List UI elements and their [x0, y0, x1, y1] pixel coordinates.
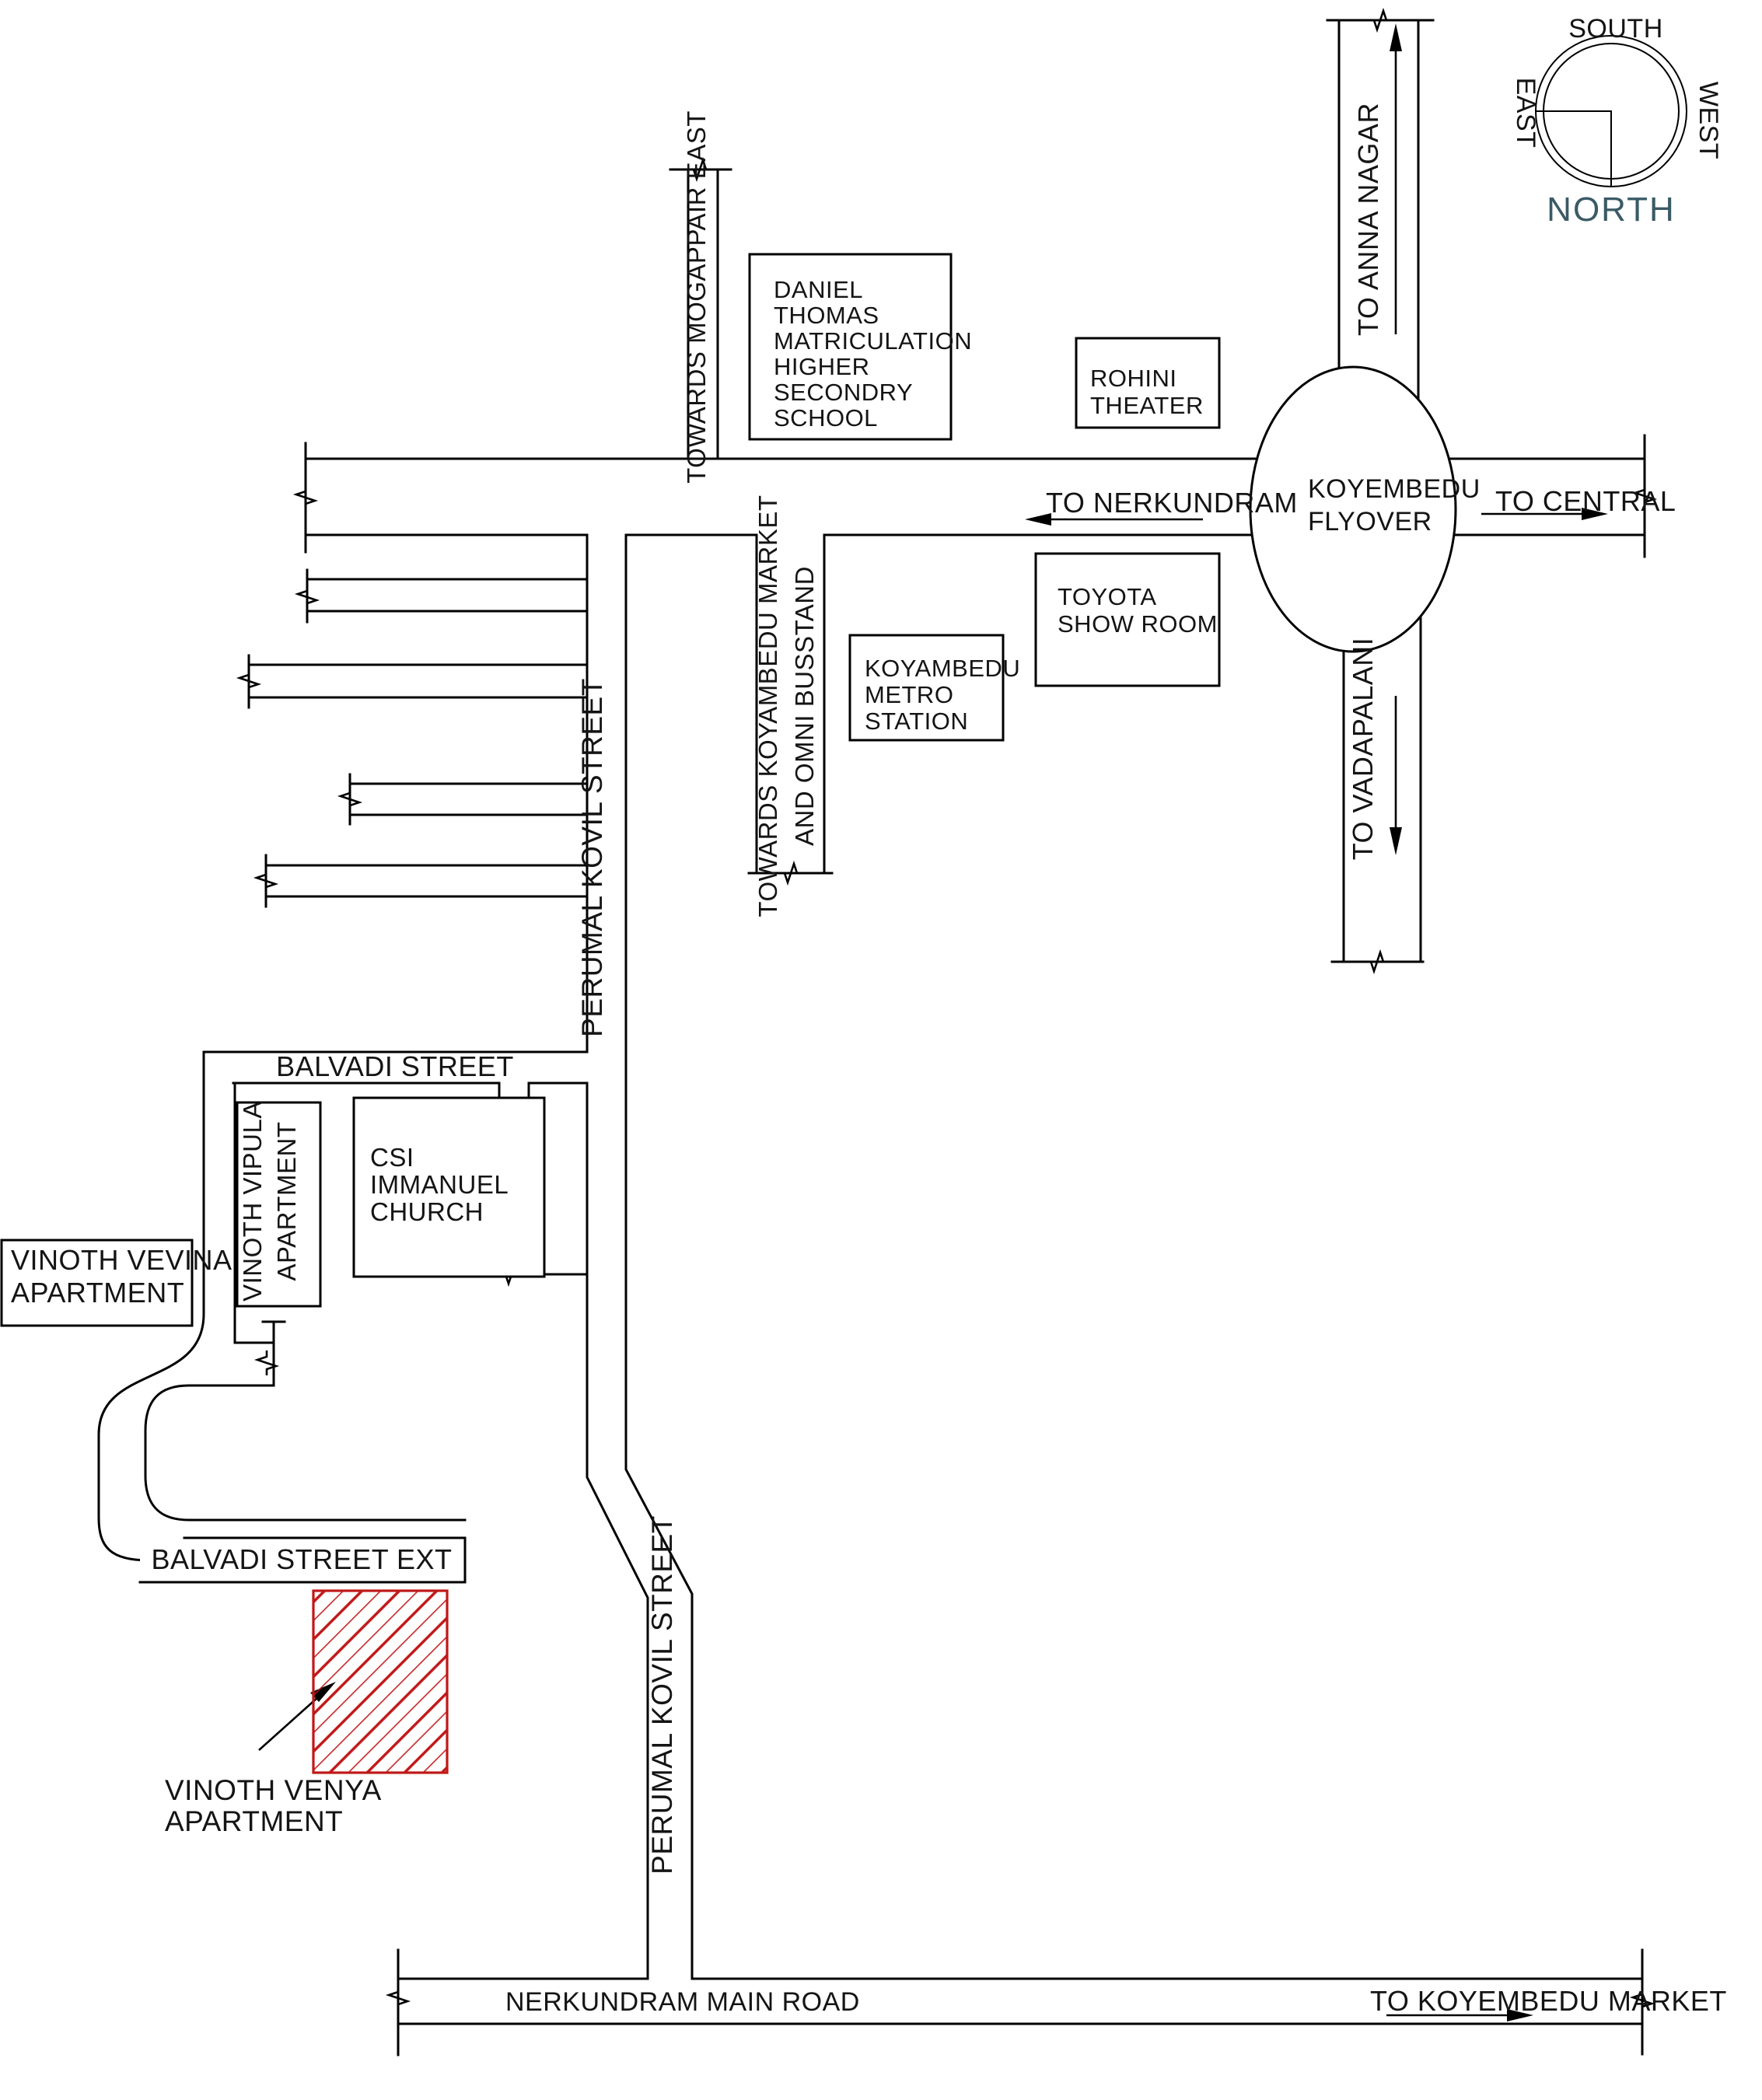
- compass-label-east: EAST: [1511, 78, 1540, 149]
- road-label-to-nerkundram: TO NERKUNDRAM: [1046, 487, 1298, 519]
- svg-text:KOYAMBEDU: KOYAMBEDU: [865, 655, 1020, 682]
- road-label-perumal-kovil-upper: PERUMAL KOVIL STREET: [576, 678, 608, 1037]
- landmark-box-rohini-theater: [1075, 337, 1221, 429]
- arrow-left-nerkundram: [1025, 513, 1203, 526]
- svg-text:SECONDRY: SECONDRY: [774, 379, 913, 406]
- svg-text:ROHINI: ROHINI: [1090, 365, 1177, 392]
- road-label-towards-mogappair-east: TOWARDS MOGAPPAIR EAST: [682, 110, 711, 484]
- church-label: CSI IMMANUEL CHURCH: [370, 1143, 509, 1226]
- road-label-to-koyembedu-market: TO KOYEMBEDU MARKET: [1370, 1985, 1727, 2017]
- landmark-box-metro-station: [848, 634, 1005, 742]
- landmark-box-church: [352, 1096, 546, 1278]
- svg-text:APARTMENT: APARTMENT: [11, 1277, 184, 1309]
- flyover-label-line1: KOYEMBEDU: [1308, 474, 1481, 504]
- road-label-to-anna-nagar: TO ANNA NAGAR: [1352, 103, 1384, 336]
- svg-text:HIGHER: HIGHER: [774, 353, 870, 380]
- svg-text:SCHOOL: SCHOOL: [774, 404, 878, 432]
- svg-text:THEATER: THEATER: [1090, 392, 1204, 419]
- rohini-theater-label: ROHINI THEATER: [1090, 365, 1204, 419]
- arrow-right-koyembedu-market: [1386, 2009, 1533, 2021]
- svg-text:CSI: CSI: [370, 1143, 414, 1172]
- svg-text:THOMAS: THOMAS: [774, 302, 879, 329]
- landmark-box-vinoth-vipula: [236, 1101, 322, 1308]
- svg-text:STATION: STATION: [865, 708, 968, 735]
- line-break-symbols: [236, 7, 1658, 2013]
- landmark-box-school: [748, 253, 953, 441]
- road-label-to-central: TO CENTRAL: [1495, 485, 1676, 517]
- school-label: DANIEL THOMAS MATRICULATION HIGHER SECON…: [774, 276, 972, 432]
- street-perumal-kovil: [586, 533, 694, 1980]
- arrow-right-central: [1481, 508, 1608, 520]
- svg-text:APARTMENT: APARTMENT: [165, 1805, 343, 1837]
- vinoth-vevina-label: VINOTH VEVINA APARTMENT: [11, 1244, 232, 1309]
- road-label-to-vadapalani: TO VADAPALANI: [1347, 638, 1379, 861]
- svg-text:IMMANUEL: IMMANUEL: [370, 1170, 509, 1199]
- vinoth-vipula-label: VINOTH VIPULA APARTMENT: [238, 1101, 301, 1302]
- road-label-balvadi-street: BALVADI STREET: [276, 1050, 514, 1082]
- svg-text:DANIEL: DANIEL: [774, 276, 863, 303]
- road-label-towards-koyambedu-market-line1: TOWARDS KOYAMBEDU MARKET: [753, 494, 782, 917]
- vinoth-venya-plot-hatched: [312, 1589, 449, 1774]
- metro-station-label: KOYAMBEDU METRO STATION: [865, 655, 1020, 735]
- arrow-down-vadapalani: [1390, 696, 1402, 855]
- compass-needle: [1536, 110, 1612, 187]
- road-label-balvadi-street-ext: BALVADI STREET EXT: [151, 1543, 452, 1575]
- svg-text:METRO: METRO: [865, 681, 953, 708]
- svg-text:VINOTH VENYA: VINOTH VENYA: [165, 1774, 382, 1806]
- road-label-nerkundram-main-road: NERKUNDRAM MAIN ROAD: [505, 1987, 860, 2017]
- svg-text:TOYOTA: TOYOTA: [1058, 583, 1157, 610]
- koyembedu-flyover-circle: [1249, 365, 1457, 653]
- svg-text:VINOTH VEVINA: VINOTH VEVINA: [11, 1244, 232, 1276]
- arrow-up-anna-nagar: [1390, 23, 1402, 334]
- toyota-showroom-label: TOYOTA SHOW ROOM: [1058, 583, 1218, 638]
- flyover-label-line2: FLYOVER: [1308, 507, 1432, 536]
- nerkundram-main-road: [397, 1948, 1644, 2056]
- street-balvadi-ext-curve: [97, 1050, 467, 1562]
- compass: SOUTH EAST WEST NORTH: [1511, 14, 1723, 229]
- road-label-perumal-kovil-lower: PERUMAL KOVIL STREET: [646, 1515, 678, 1875]
- svg-text:MATRICULATION: MATRICULATION: [774, 327, 972, 355]
- vinoth-venya-label: VINOTH VENYA APARTMENT: [165, 1774, 382, 1837]
- side-street-rungs: [247, 568, 589, 908]
- svg-text:SHOW ROOM: SHOW ROOM: [1058, 610, 1218, 638]
- road-label-towards-koyambedu-market-line2: AND OMNI BUSSTAND: [790, 566, 819, 846]
- landmark-box-vinoth-vevina: [0, 1239, 194, 1327]
- compass-label-west: WEST: [1694, 82, 1723, 159]
- compass-label-south: SOUTH: [1568, 14, 1663, 44]
- svg-text:CHURCH: CHURCH: [370, 1197, 484, 1226]
- balvadi-street-ext-label-box: [138, 1536, 467, 1584]
- svg-text:APARTMENT: APARTMENT: [272, 1122, 301, 1281]
- landmark-box-toyota-showroom: [1034, 552, 1221, 687]
- compass-label-north: NORTH: [1547, 190, 1676, 229]
- svg-text:VINOTH VIPULA: VINOTH VIPULA: [238, 1101, 267, 1302]
